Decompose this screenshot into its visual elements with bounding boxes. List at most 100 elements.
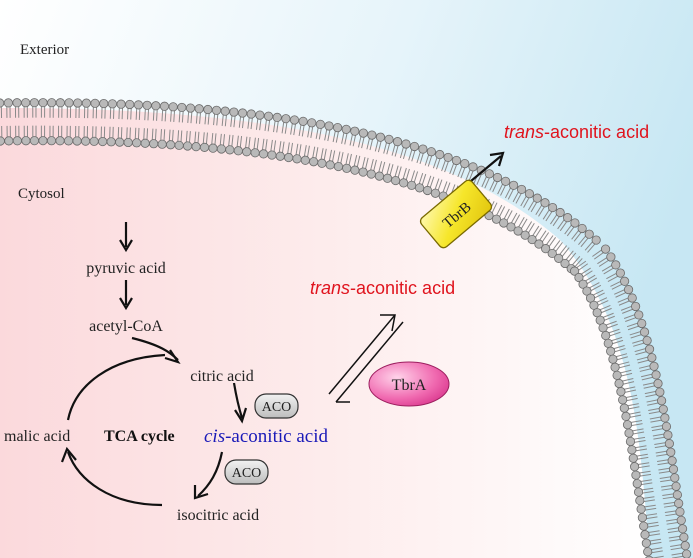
lipid-head (541, 244, 551, 254)
lipid-head (625, 436, 636, 447)
lipid-head (55, 136, 65, 146)
cytosol-label: Cytosol (18, 186, 65, 202)
lipid-head (484, 169, 495, 179)
lipid-head (674, 498, 684, 508)
lipid-head (618, 395, 628, 405)
lipid-head (615, 268, 625, 278)
citric-acid-label: citric acid (190, 368, 254, 385)
lipid-head (90, 98, 100, 108)
lipid-head (640, 530, 650, 540)
lipid-head (677, 524, 688, 534)
lipid-head (399, 178, 409, 188)
lipid-head (492, 172, 503, 183)
lipid-head (653, 378, 663, 389)
exterior-label: Exterior (20, 42, 69, 58)
arrowhead-cis-to-isocitrate (193, 485, 209, 500)
lipid-head (324, 121, 334, 131)
lipid-head (623, 285, 634, 295)
lipid-head (422, 185, 433, 196)
arrowhead-into-pyruvate (119, 239, 133, 253)
lipid-head (667, 456, 677, 466)
lipid-head (608, 354, 618, 364)
lipid-head (38, 98, 48, 108)
lipid-head (21, 136, 31, 146)
lipid-head (157, 139, 167, 149)
lipid-head (38, 136, 48, 146)
lipid-head (267, 150, 277, 160)
lipid-head (516, 184, 527, 195)
lipid-head (366, 169, 376, 179)
lipid-head (367, 130, 377, 140)
lipid-head (680, 541, 690, 551)
lipid-head (392, 137, 403, 147)
lipid-head (574, 272, 584, 283)
lipid-head (123, 137, 133, 148)
lipid-head (666, 447, 676, 457)
lipid-head (151, 101, 161, 111)
lipid-head (211, 105, 222, 115)
equilibrium-arrows (328, 314, 404, 403)
lipid-head (107, 99, 118, 109)
lipid-head (237, 108, 248, 118)
lipid-head (628, 453, 638, 463)
lipid-head (185, 103, 196, 113)
lipid-head (407, 180, 417, 190)
arrowhead-citrate-to-cis (234, 407, 248, 424)
lipid-head (64, 98, 74, 108)
lipid-head (166, 140, 176, 150)
lipid-head (611, 260, 621, 270)
lipid-head (414, 183, 425, 193)
lipid-head (603, 338, 613, 348)
lipid-head (435, 149, 445, 160)
lipid-head (3, 98, 13, 108)
lipid-head (612, 370, 622, 380)
lipid-head (203, 104, 213, 115)
arrow-malate-to-citrate (66, 353, 166, 421)
lipid-head (520, 230, 530, 240)
lipid-head (375, 132, 386, 142)
lipid-head (183, 141, 193, 151)
lipid-head (509, 180, 519, 190)
lipid-head (548, 202, 558, 213)
lipid-head (622, 420, 633, 430)
pathway-arrows (60, 222, 248, 507)
lipid-head (584, 229, 594, 239)
arrow-citrate-to-cis (232, 382, 244, 419)
trans-aconitic-acid-inner-label: trans-aconitic acid (310, 278, 455, 298)
lipid-head (418, 144, 428, 154)
lipid-head (624, 428, 634, 438)
lipid-head (73, 98, 83, 108)
lipid-head (577, 223, 587, 234)
lipid-head (614, 378, 624, 389)
lipid-head (132, 138, 142, 148)
lipid-head (641, 538, 651, 548)
lipid-head (639, 327, 650, 337)
lipid-head (315, 119, 325, 129)
lipid-head (672, 490, 682, 500)
lipid-head (98, 136, 108, 147)
lipid-head (350, 126, 360, 136)
forward-arrow (328, 314, 396, 395)
lipid-head (534, 239, 544, 249)
lipid-head (246, 109, 256, 119)
lipid-head (258, 149, 269, 159)
lipid-head (636, 504, 646, 514)
lipid-head (657, 396, 667, 406)
lipid-head (374, 171, 384, 181)
lipid-head (643, 547, 653, 557)
lipid-head (142, 100, 152, 110)
lipid-head (168, 102, 178, 112)
lipid-head (29, 98, 39, 108)
lipid-head (501, 176, 511, 186)
lipid-head (341, 124, 351, 134)
lipid-head (307, 118, 317, 128)
lipid-head (229, 107, 239, 117)
lipid-head (655, 387, 665, 397)
lipid-head (133, 100, 144, 110)
lipid-head (649, 361, 659, 371)
lipid-head (382, 173, 393, 183)
lipid-head (506, 222, 516, 232)
lipid-head (401, 139, 411, 149)
lipid-head (621, 411, 631, 422)
